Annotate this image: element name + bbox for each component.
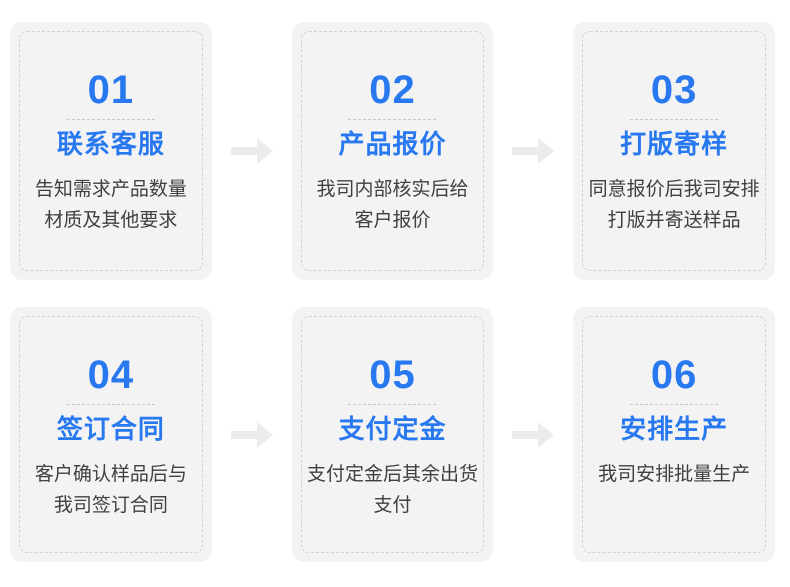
arrow-right-icon: [512, 421, 555, 448]
step-description: 告知需求产品数量 材质及其他要求: [34, 179, 187, 231]
arrow-right-icon: [230, 138, 273, 164]
step-number: 05: [369, 353, 416, 397]
step-card-3: 03 打版寄样 同意报价后我司安排 打版并寄送样品: [573, 22, 775, 280]
step-title: 签订合同: [56, 414, 165, 444]
step-number: 03: [650, 68, 698, 112]
step-number: 04: [87, 353, 135, 397]
step-divider: [66, 119, 155, 120]
arrow-cell: [212, 307, 292, 562]
arrow-right-icon: [230, 421, 273, 448]
arrow-right-icon: [512, 138, 555, 164]
step-divider: [348, 119, 437, 120]
step-divider: [66, 404, 155, 405]
step-title: 打版寄样: [620, 129, 729, 159]
step-title: 支付定金: [338, 414, 447, 444]
step-divider: [630, 119, 719, 120]
step-description: 我司内部核实后给 客户报价: [316, 179, 469, 231]
step-divider: [630, 404, 719, 405]
arrow-shaft: [512, 430, 539, 439]
arrow-shaft: [230, 147, 257, 155]
step-description: 同意报价后我司安排 打版并寄送样品: [588, 179, 760, 231]
step-title: 安排生产: [620, 414, 729, 444]
arrow-shaft: [512, 147, 539, 155]
arrow-head: [538, 138, 555, 164]
step-number: 06: [650, 353, 698, 397]
step-card-5: 05 支付定金 支付定金后其余出货 支付: [291, 307, 494, 562]
step-number: 02: [369, 68, 416, 112]
process-flow-grid: 01 联系客服 告知需求产品数量 材质及其他要求 02 产品报价 我司内部核实后…: [10, 22, 775, 562]
step-card-6: 06 安排生产 我司安排批量生产: [573, 307, 775, 562]
step-card-1: 01 联系客服 告知需求产品数量 材质及其他要求: [10, 22, 212, 280]
arrow-cell: [212, 22, 292, 280]
step-description: 支付定金后其余出货 支付: [306, 464, 478, 516]
arrow-cell: [493, 307, 573, 562]
step-description: 我司安排批量生产: [598, 464, 751, 486]
arrow-head: [256, 421, 273, 448]
arrow-head: [256, 138, 273, 164]
step-card-4: 04 签订合同 客户确认样品后与 我司签订合同: [10, 307, 212, 562]
step-divider: [348, 404, 437, 405]
arrow-head: [538, 421, 555, 448]
step-description: 客户确认样品后与 我司签订合同: [34, 464, 187, 516]
step-title: 联系客服: [56, 129, 165, 159]
arrow-shaft: [230, 430, 257, 439]
step-card-2: 02 产品报价 我司内部核实后给 客户报价: [291, 22, 494, 280]
step-title: 产品报价: [338, 129, 447, 159]
step-number: 01: [87, 68, 135, 112]
arrow-cell: [493, 22, 573, 280]
